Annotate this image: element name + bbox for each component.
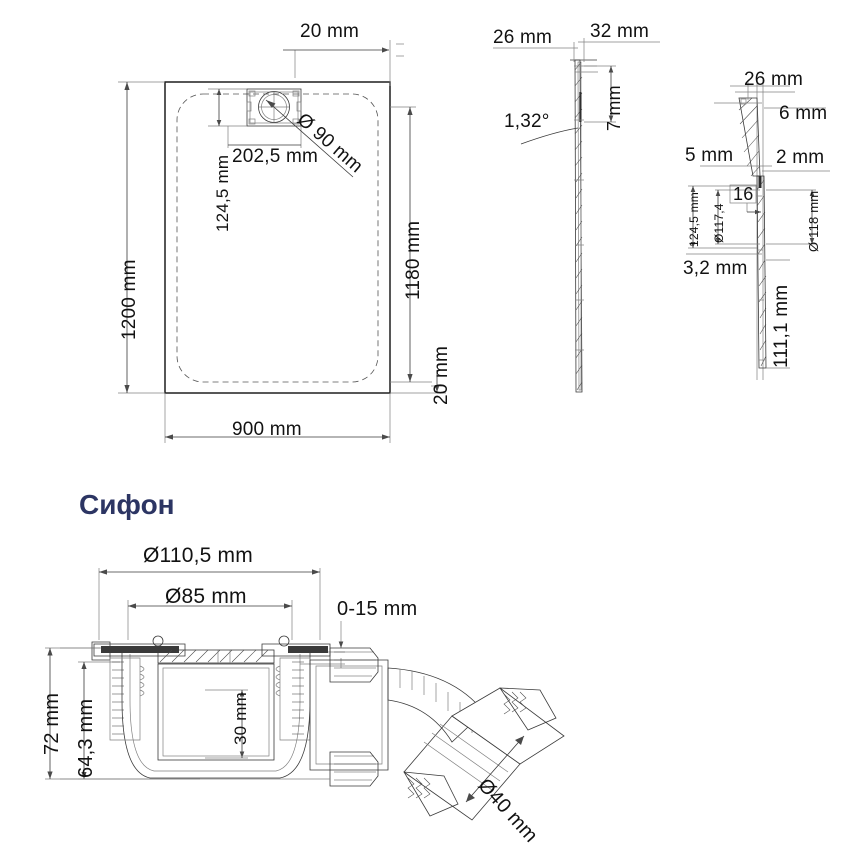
dim-siphon-d85 (127, 600, 293, 640)
siphon-thread-left (109, 657, 141, 741)
dim-detail-d117 (715, 189, 760, 245)
dim-label-detail-111-1: 111,1 mm (771, 284, 792, 368)
siphon-bellows-left (139, 665, 145, 697)
dim-detail-d118 (766, 189, 816, 245)
dim-tray-edge-top (283, 40, 404, 86)
dim-label-detail-d117: Ø117,4 (712, 203, 726, 243)
siphon-inner-cup (157, 663, 275, 761)
dim-label-detail-5: 5 mm (685, 145, 734, 166)
drain-circle-outer (258, 91, 290, 123)
siphon-flange-left (91, 635, 186, 661)
dim-side-7 (584, 65, 616, 123)
side-section-group (493, 38, 660, 393)
dim-tray-inner-height (390, 106, 432, 383)
dim-label-drain-offset-x: 202,5 mm (232, 146, 319, 167)
dim-label-detail-124-5: 124,5 mm (687, 192, 701, 247)
dim-siphon-d110 (98, 568, 321, 640)
siphon-group (45, 568, 565, 821)
dim-detail-111-1 (766, 259, 790, 369)
dim-detail-16 (729, 184, 761, 215)
dim-tray-width-total (164, 393, 391, 443)
siphon-elbow (387, 667, 485, 743)
dim-siphon-30 (205, 689, 248, 759)
dim-label-siphon-30: 30 mm (231, 692, 250, 745)
siphon-bellows-right (275, 665, 281, 697)
dim-label-siphon-d85: Ø85 mm (165, 585, 247, 608)
dim-side-26 (493, 42, 578, 62)
dim-siphon-d40 (465, 735, 525, 803)
dim-label-side-26: 26 mm (493, 27, 553, 48)
drain-assembly-plan (246, 88, 302, 127)
dim-tray-edge-bottom (390, 370, 446, 394)
dim-label-side-angle: 1,32° (504, 111, 550, 132)
dim-label-detail-16: 16 (733, 184, 754, 204)
siphon-outlet-40 (403, 687, 565, 821)
dim-label-tray-inner-height: 1180 mm (403, 220, 424, 300)
dim-detail-124-5 (688, 185, 757, 249)
dim-tray-height-total (118, 81, 165, 394)
dim-label-siphon-d110: Ø110,5 mm (143, 544, 253, 567)
tray-outline (164, 81, 391, 394)
dim-side-angle (520, 127, 579, 145)
dim-label-detail-3-2: 3,2 mm (683, 258, 748, 279)
siphon-body (60, 635, 565, 821)
side-slab (570, 59, 598, 393)
dim-drain-offset-y (208, 88, 247, 127)
siphon-section-title: Сифон (79, 489, 175, 520)
detail-top-cap (730, 80, 795, 100)
top-view-group (118, 40, 446, 443)
detail-wall (756, 175, 767, 369)
dim-side-32 (578, 38, 660, 62)
dim-label-drain-offset-y: 124,5 mm (213, 154, 232, 232)
dim-label-side-7: 7 mm (604, 85, 624, 131)
dim-label-detail-6: 6 mm (779, 103, 828, 124)
dim-label-tray-width-total: 900 mm (232, 419, 302, 440)
siphon-outlet-barrel (309, 647, 389, 787)
dim-label-detail-2: 2 mm (776, 147, 825, 168)
dim-label-detail-d118: Ø 118 mm (806, 190, 821, 252)
dim-drain-offset-x (227, 126, 302, 148)
dim-label-side-32: 32 mm (590, 21, 650, 42)
dim-detail-26-6 (714, 102, 826, 109)
dim-label-siphon-0-15: 0-15 mm (337, 598, 418, 620)
siphon-thread-right (279, 657, 311, 741)
tray-inner-dashed-outline (176, 93, 379, 383)
detail-section-group (686, 80, 830, 380)
dim-label-tray-height-total: 1200 mm (119, 259, 140, 340)
dim-drain-diameter (265, 99, 354, 178)
dim-label-siphon-64-3: 64,3 mm (75, 698, 97, 778)
dim-siphon-0-15 (300, 621, 345, 668)
dim-label-tray-edge-bottom: 20 mm (431, 345, 452, 405)
dim-label-detail-26: 26 mm (744, 69, 804, 90)
dim-label-tray-edge-top: 20 mm (300, 21, 360, 42)
dim-label-siphon-72: 72 mm (41, 692, 63, 755)
